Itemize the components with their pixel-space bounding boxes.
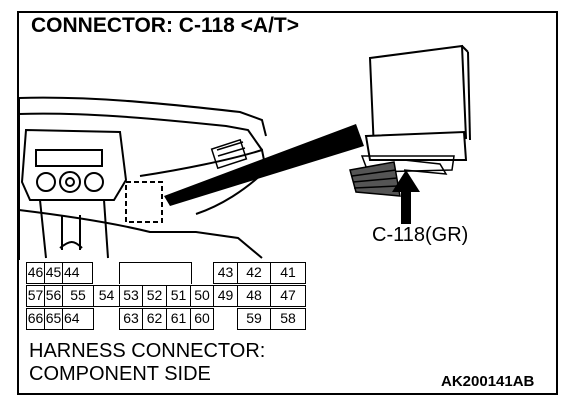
connector-callout-label: C-118(GR) [372, 224, 469, 246]
ecu-connector [349, 155, 455, 197]
dash-center-panel [20, 128, 128, 201]
air-vents [210, 138, 248, 170]
pin-49: 49 [213, 285, 238, 307]
harness-connector-caption: HARNESS CONNECTOR: COMPONENT SIDE [29, 340, 265, 386]
ecu-module [364, 44, 471, 161]
pin-50: 50 [190, 285, 214, 307]
pin-57: 57 [26, 285, 45, 307]
pin-54: 54 [93, 285, 120, 307]
pin-65: 65 [44, 308, 63, 330]
connector-location-box [125, 181, 163, 223]
console-line [39, 199, 109, 259]
hvac-knobs [36, 171, 104, 193]
pin-53: 53 [119, 285, 143, 307]
pointer-wedge [164, 124, 364, 206]
pin-43: 43 [213, 262, 238, 284]
pin-55: 55 [62, 285, 94, 307]
pin-64: 64 [62, 308, 94, 330]
pin-60: 60 [190, 308, 214, 330]
pin-48: 48 [237, 285, 271, 307]
connector-title: CONNECTOR: C-118 <A/T> [31, 14, 300, 37]
dash-upper-panel [18, 112, 263, 151]
pin-63: 63 [119, 308, 143, 330]
dash-top-line [18, 96, 267, 137]
pin-46: 46 [26, 262, 45, 284]
pin-56: 56 [44, 285, 63, 307]
pin-41: 41 [270, 262, 306, 284]
pin-62: 62 [142, 308, 167, 330]
shift-lever [59, 215, 83, 250]
harness-caption-line2: COMPONENT SIDE [29, 363, 211, 385]
dash-lower [18, 209, 263, 259]
pin-44: 44 [62, 262, 93, 284]
connector-key-gap [119, 262, 192, 284]
pin-42: 42 [237, 262, 271, 284]
pin-52: 52 [142, 285, 167, 307]
dash-glovebox-top [139, 148, 268, 215]
pin-47: 47 [270, 285, 306, 307]
pin-51: 51 [166, 285, 191, 307]
figure-code: AK200141AB [441, 373, 535, 390]
pin-59: 59 [237, 308, 271, 330]
harness-caption-line1: HARNESS CONNECTOR: [29, 340, 266, 362]
pin-66: 66 [26, 308, 45, 330]
pin-45: 45 [44, 262, 63, 284]
pin-61: 61 [166, 308, 191, 330]
audio-display [35, 149, 103, 167]
pin-58: 58 [270, 308, 306, 330]
up-arrow [392, 170, 420, 224]
